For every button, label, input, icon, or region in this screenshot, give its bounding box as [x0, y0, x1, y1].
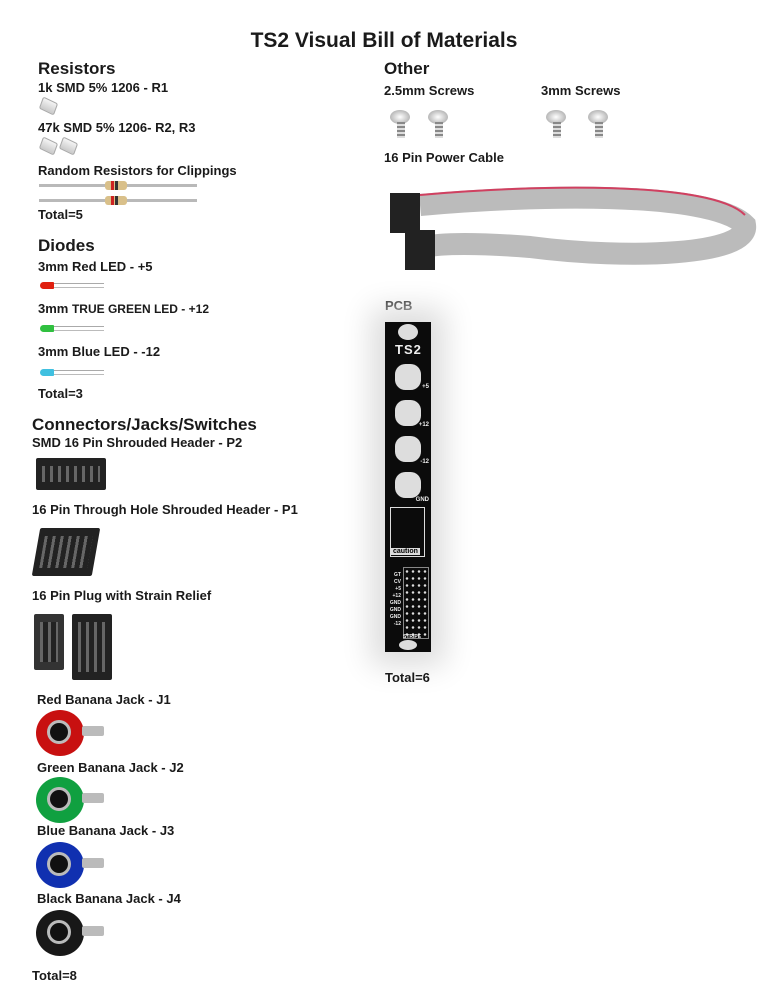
green-led-text: TRUE GREEN LED - +12	[71, 302, 209, 316]
green-banana-jack-image	[36, 777, 104, 823]
pcb-label-p5: +5	[422, 384, 429, 390]
screw-image	[546, 110, 570, 140]
screws3-label: 3mm Screws	[541, 83, 621, 98]
through-hole-header-image	[31, 528, 101, 576]
green-led-label: 3mm TRUE GREEN LED - +12	[38, 301, 209, 316]
j3-label: Blue Banana Jack - J3	[37, 823, 175, 838]
red-led-text: Red LED - +5	[71, 259, 153, 274]
plug-image	[34, 614, 64, 670]
black-banana-jack-image	[36, 910, 104, 956]
screw-image	[390, 110, 414, 140]
pcb-label-gnd: GND	[415, 497, 429, 503]
blue-banana-jack-image	[36, 842, 104, 888]
pcb-label-p12: +12	[418, 422, 429, 428]
diodes-total: Total=3	[38, 386, 83, 401]
diodes-heading: Diodes	[38, 236, 95, 255]
j4-label: Black Banana Jack - J4	[37, 891, 181, 906]
connectors-heading: Connectors/Jacks/Switches	[32, 415, 257, 434]
resistors-total: Total=5	[38, 207, 83, 222]
r23-label: 47k SMD 5% 1206- R2, R3	[38, 120, 196, 135]
j2-label: Green Banana Jack - J2	[37, 760, 184, 775]
resistors-heading: Resistors	[38, 59, 116, 78]
smd-resistor-image	[58, 136, 79, 156]
blue-led-image	[40, 369, 104, 376]
power-cable-image	[390, 186, 756, 270]
red-banana-jack-image	[36, 710, 104, 756]
screw-image	[428, 110, 452, 140]
cable-label: 16 Pin Power Cable	[384, 150, 504, 165]
r1-label: 1k SMD 5% 1206 - R1	[38, 80, 169, 95]
green-led-prefix: 3mm	[38, 301, 72, 316]
pcb-stripe: STRIPE	[403, 634, 422, 640]
blue-led-label: 3mm Blue LED - -12	[38, 344, 161, 359]
resistor-image	[39, 181, 197, 190]
p2-label: SMD 16 Pin Shrouded Header - P2	[32, 435, 243, 450]
green-led-image	[40, 325, 104, 332]
red-led-prefix: 3mm	[38, 259, 72, 274]
screw-image	[588, 110, 612, 140]
smd-resistor-image	[38, 96, 59, 116]
smd-header-image	[36, 458, 106, 490]
other-total: Total=6	[385, 670, 430, 685]
smd-resistor-image	[38, 136, 59, 156]
red-led-image	[40, 282, 104, 289]
page-title: TS2 Visual Bill of Materials	[250, 29, 518, 52]
j1-label: Red Banana Jack - J1	[37, 692, 171, 707]
other-heading: Other	[384, 59, 430, 78]
pcb-caution: caution	[391, 548, 420, 555]
pcb-label-m12: -12	[420, 459, 429, 465]
connectors-total: Total=8	[32, 968, 77, 983]
screws25-label: 2.5mm Screws	[384, 83, 475, 98]
resistor-image	[39, 196, 197, 205]
p1-label: 16 Pin Through Hole Shrouded Header - P1	[32, 502, 298, 517]
pcb-label: PCB	[385, 298, 413, 313]
random-resistors-label: Random Resistors for Clippings	[38, 163, 237, 178]
plug-label: 16 Pin Plug with Strain Relief	[32, 588, 212, 603]
plug-image	[72, 614, 112, 680]
pcb-logo: TS2	[395, 342, 422, 357]
red-led-label: 3mm Red LED - +5	[38, 259, 153, 274]
